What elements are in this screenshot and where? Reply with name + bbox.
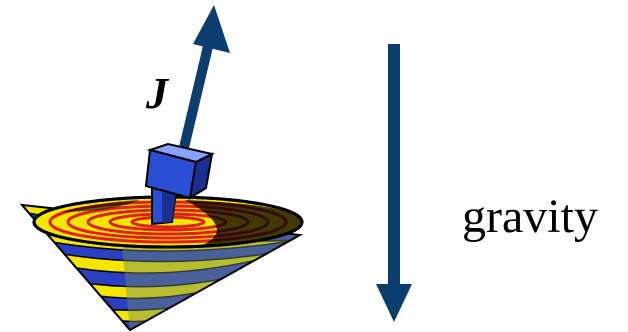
gravity-arrow <box>376 44 412 322</box>
gravity-label: gravity <box>462 190 598 243</box>
angular-momentum-label: J <box>145 69 170 118</box>
arrow-up-right-icon <box>193 5 230 53</box>
arrow-down-icon <box>376 284 412 322</box>
spinning-top-icon <box>19 142 304 332</box>
top-handle <box>144 142 215 226</box>
